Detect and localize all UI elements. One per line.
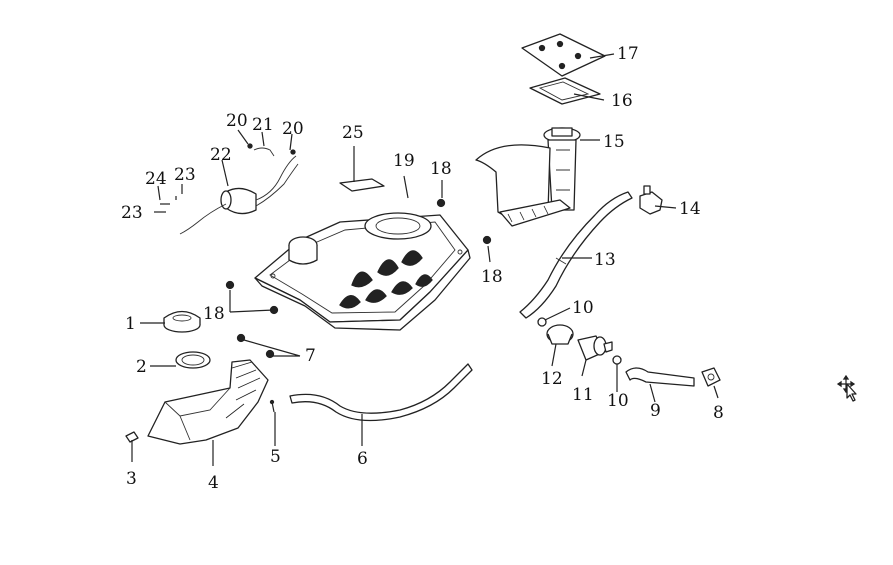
fuel-hose-13 xyxy=(519,191,633,319)
label-15: 15 xyxy=(603,132,625,152)
fuel-cap xyxy=(163,310,201,333)
label-20a: 20 xyxy=(226,111,248,131)
label-5: 5 xyxy=(270,447,281,467)
callout-labels: 1 2 3 4 5 6 7 8 9 10 10 11 12 13 14 15 1… xyxy=(121,44,724,493)
bolt-18 xyxy=(225,198,492,315)
label-18b: 18 xyxy=(430,159,452,179)
label-18a: 18 xyxy=(203,304,225,324)
label-22: 22 xyxy=(210,145,232,165)
under-tray xyxy=(147,359,269,445)
label-11: 11 xyxy=(572,385,594,405)
label-23a: 23 xyxy=(174,165,196,185)
fuel-filter xyxy=(577,335,613,361)
seal-ring xyxy=(175,351,211,369)
fuel-hose-9 xyxy=(625,367,695,387)
label-24: 24 xyxy=(145,169,167,189)
fuel-pump xyxy=(543,127,581,211)
pin-5 xyxy=(269,399,275,413)
pump-shield xyxy=(475,144,571,227)
label-18c: 18 xyxy=(481,267,503,287)
gasket-plate xyxy=(529,77,601,105)
label-14: 14 xyxy=(679,199,701,219)
label-7: 7 xyxy=(305,346,316,366)
label-8: 8 xyxy=(713,403,724,423)
label-19: 19 xyxy=(393,151,415,171)
outlet-connector xyxy=(701,367,721,387)
bolt-7 xyxy=(236,333,275,359)
overflow-hose xyxy=(289,363,473,422)
label-25: 25 xyxy=(342,123,364,143)
filter-holder xyxy=(546,324,574,345)
label-17: 17 xyxy=(617,44,639,64)
hose-clip xyxy=(537,317,622,365)
label-4: 4 xyxy=(208,473,219,493)
fuel-tank xyxy=(254,212,471,331)
label-12: 12 xyxy=(541,369,563,389)
cover-plate xyxy=(521,33,606,77)
label-2: 2 xyxy=(136,357,147,377)
label-9: 9 xyxy=(650,401,661,421)
label-6: 6 xyxy=(357,449,368,469)
label-16: 16 xyxy=(611,91,633,111)
label-20b: 20 xyxy=(282,119,304,139)
label-3: 3 xyxy=(126,469,137,489)
label-13: 13 xyxy=(594,250,616,270)
breather-assembly xyxy=(154,143,299,235)
label-10a: 10 xyxy=(572,298,594,318)
leader-lines xyxy=(131,53,719,466)
tank-label-sticker xyxy=(339,178,385,192)
hose-connector xyxy=(639,185,663,215)
move-cursor-icon xyxy=(836,374,857,402)
label-1: 1 xyxy=(125,314,136,334)
label-10b: 10 xyxy=(607,391,629,411)
clip-3 xyxy=(125,431,139,443)
label-23b: 23 xyxy=(121,203,143,223)
label-21: 21 xyxy=(252,115,274,135)
